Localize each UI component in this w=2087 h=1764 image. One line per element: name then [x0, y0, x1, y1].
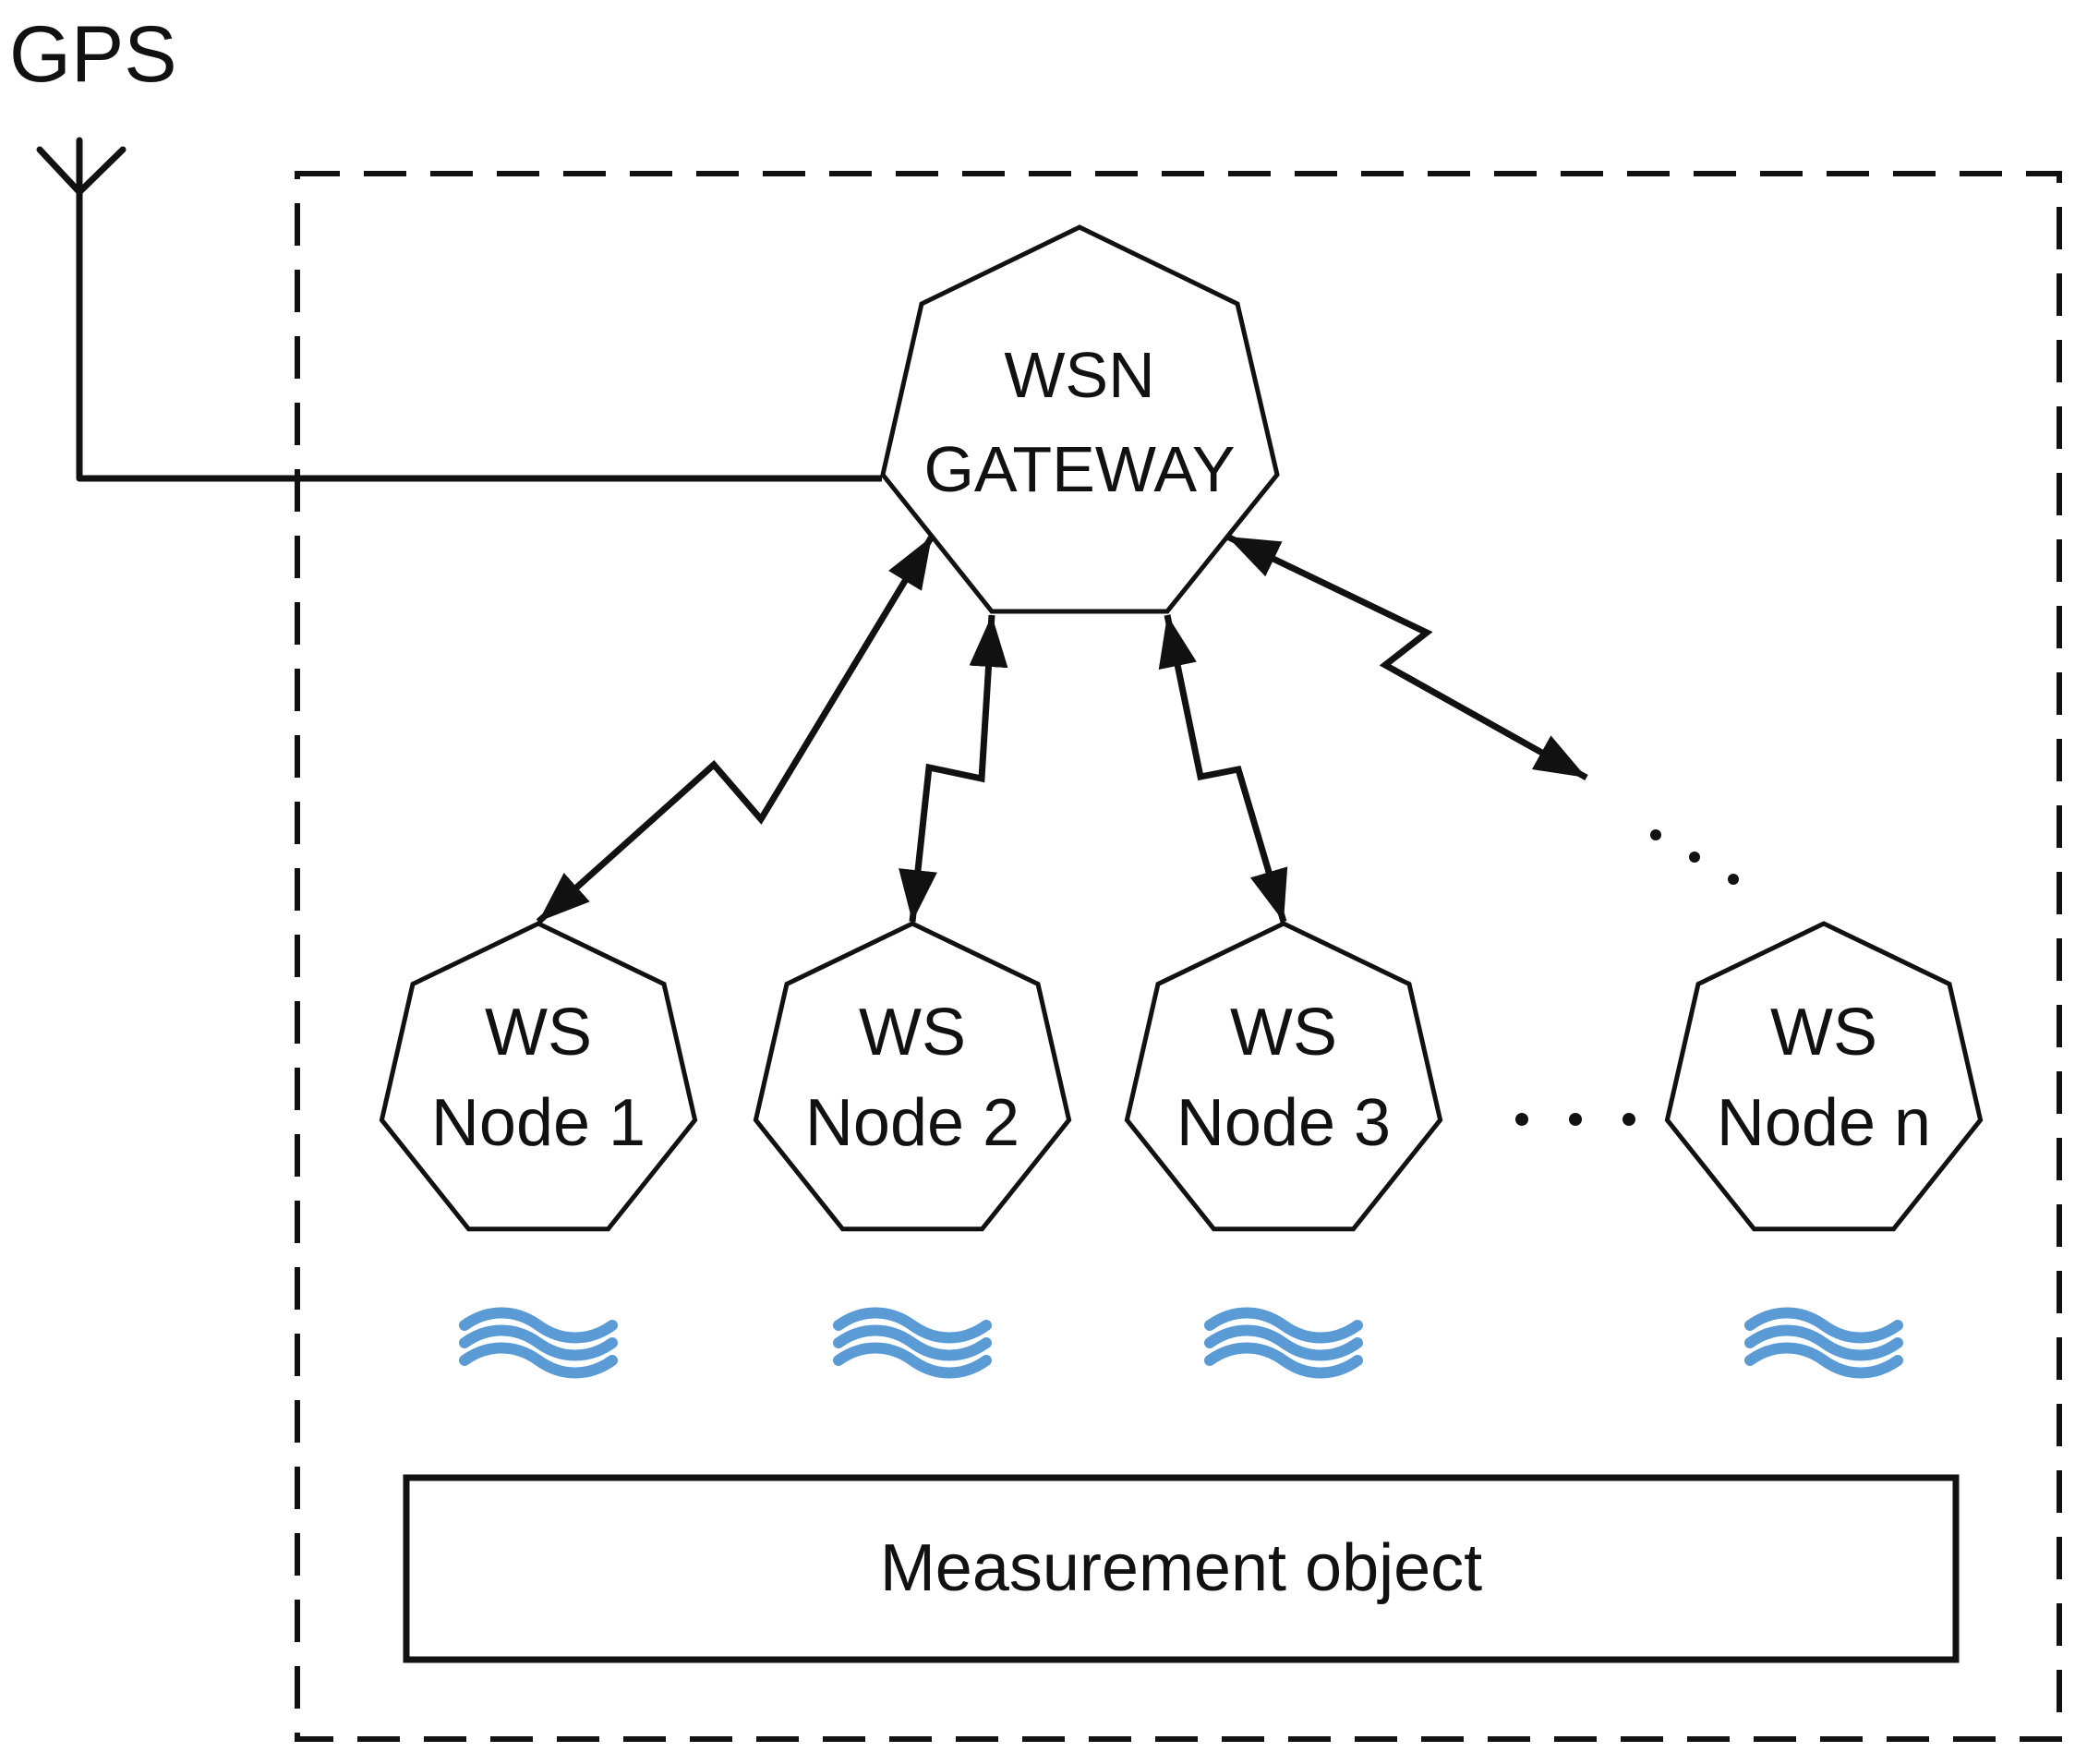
node1-label-line2: Node 1 — [431, 1086, 645, 1160]
ws-node-3: WS Node 3 — [1127, 924, 1440, 1229]
gateway-shape — [880, 224, 1280, 614]
ellipsis-horizontal-icon — [1515, 1113, 1635, 1126]
ws-node-2: WS Node 2 — [755, 924, 1068, 1229]
wsn-gateway-node: WSN GATEWAY — [880, 224, 1280, 614]
node1-label-line1: WS — [485, 996, 592, 1069]
measurement-object-label: Measurement object — [880, 1531, 1482, 1605]
ws-node-1: WS Node 1 — [381, 924, 694, 1229]
node-shape — [755, 924, 1068, 1229]
wireless-link-arrow-node2 — [899, 614, 1008, 923]
noden-label-line1: WS — [1770, 996, 1877, 1069]
measurement-object-box: Measurement object — [403, 1474, 1960, 1663]
radio-waves-icon — [1750, 1313, 1898, 1373]
system-boundary-box — [295, 171, 2062, 1742]
ellipsis-diagonal-icon — [1650, 829, 1739, 885]
node3-label-line2: Node 3 — [1176, 1086, 1391, 1160]
radio-waves-icon — [838, 1313, 986, 1373]
node-shape — [381, 924, 694, 1229]
ws-node-n: WS Node n — [1667, 924, 1980, 1229]
wireless-link-arrow-noden — [1225, 533, 1588, 781]
node2-label-line1: WS — [859, 996, 966, 1069]
gps-label: GPS — [9, 10, 177, 99]
wireless-link-arrow-node3 — [1158, 614, 1288, 923]
wireless-link-arrow-node1 — [536, 535, 935, 924]
gateway-label-line2: GATEWAY — [923, 433, 1235, 505]
node2-label-line2: Node 2 — [805, 1086, 1019, 1160]
antenna-icon — [36, 137, 127, 482]
gateway-label-line1: WSN — [1004, 339, 1154, 411]
noden-label-line2: Node n — [1717, 1086, 1931, 1160]
node-shape — [1667, 924, 1980, 1229]
radio-waves-icon — [464, 1313, 612, 1373]
radio-waves-icon — [1210, 1313, 1357, 1373]
node-shape — [1127, 924, 1440, 1229]
node3-label-line1: WS — [1230, 996, 1337, 1069]
measurement-object-shape — [403, 1474, 1960, 1663]
